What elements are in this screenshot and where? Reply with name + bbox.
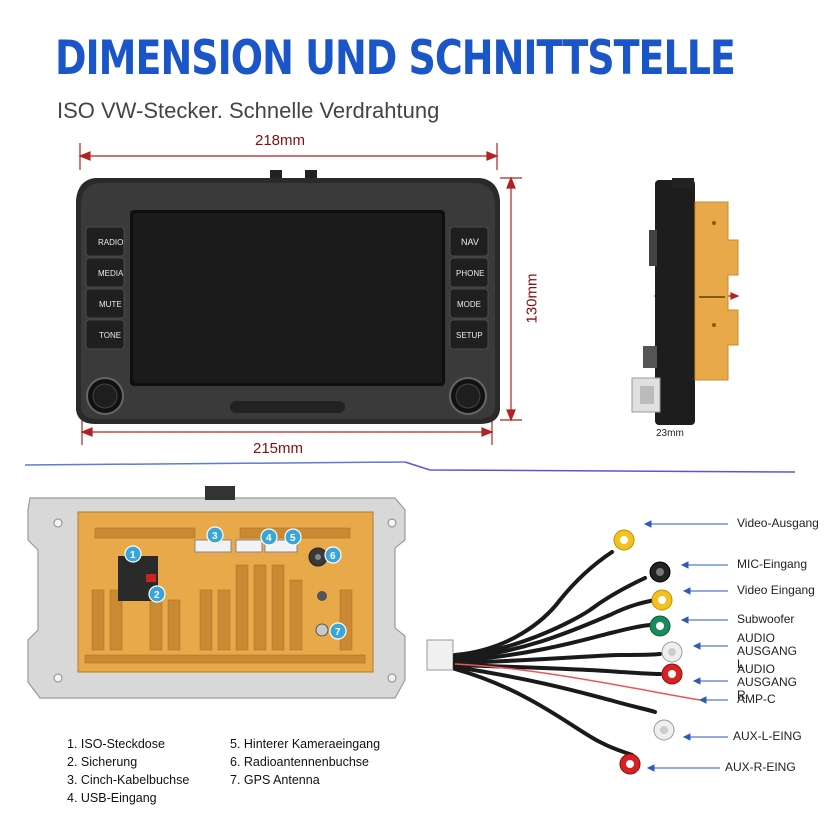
badge-4-number: 4	[266, 533, 272, 544]
label-audio-out-l: AUDIO AUSGANG L	[737, 631, 798, 671]
tone-button[interactable]	[85, 319, 125, 350]
legend-item-4: 4. USB-Eingang	[67, 791, 157, 805]
back-panel: 1 2 3 4 5 6 7	[27, 486, 406, 699]
head-unit-front: RADIO MEDIA MUTE TONE NAV PHONE MODE SET…	[76, 170, 500, 424]
left-button-column: RADIO MEDIA MUTE TONE	[85, 226, 125, 350]
label-video-output: Video-Ausgang	[737, 516, 819, 530]
setup-button[interactable]	[449, 319, 489, 350]
side-view	[631, 178, 739, 425]
legend-item-3: 3. Cinch-Kabelbuchse	[67, 773, 190, 787]
page-title: DIMENSION UND SCHNITTSTELLE	[55, 30, 736, 85]
radio-button[interactable]	[85, 226, 125, 257]
label-audio-out-r: AUDIO AUSGANG R	[737, 662, 798, 702]
mode-button[interactable]	[449, 288, 489, 319]
legend-right: 5. Hinterer Kameraeingang 6. Radioantenn…	[230, 735, 380, 789]
tone-button-label: TONE	[99, 331, 121, 340]
harness-connector	[426, 639, 454, 671]
setup-button-label: SETUP	[456, 331, 483, 340]
radio-button-label: RADIO	[98, 238, 123, 247]
badge-7-number: 7	[335, 627, 341, 638]
right-button-column: NAV PHONE MODE SETUP	[449, 226, 489, 350]
dimension-top-width: 218mm	[255, 132, 306, 149]
legend-item-2: 2. Sicherung	[67, 755, 138, 769]
nav-button[interactable]	[449, 226, 489, 257]
legend-item-5: 5. Hinterer Kameraeingang	[230, 737, 381, 751]
phone-button[interactable]	[449, 257, 489, 288]
dimension-bottom-width: 215mm	[253, 440, 304, 457]
fuse	[146, 574, 156, 582]
badge-4	[260, 528, 278, 546]
media-button[interactable]	[85, 257, 125, 288]
phone-button-label: PHONE	[456, 269, 484, 278]
badge-1	[124, 545, 142, 563]
gps-antenna-socket	[315, 623, 329, 637]
mute-button[interactable]	[85, 288, 125, 319]
badge-2-number: 2	[154, 590, 160, 601]
media-button-label: MEDIA	[98, 269, 124, 278]
mute-button-label: MUTE	[99, 300, 122, 309]
mode-button-label: MODE	[457, 300, 481, 309]
badge-5-number: 5	[290, 533, 296, 544]
badge-6	[324, 546, 342, 564]
badge-5	[284, 528, 302, 546]
legend-item-6: 6. Radioantennenbuchse	[230, 755, 370, 769]
rca-plugs	[613, 529, 683, 775]
badge-7	[329, 622, 347, 640]
label-aux-l: AUX-L-EING	[733, 729, 802, 743]
label-aux-r: AUX-R-EING	[725, 760, 796, 774]
label-amp-c: AMP-C	[737, 692, 776, 706]
label-video-input: Video Eingang	[737, 583, 815, 597]
legend-left: 1. ISO-Steckdose 2. Sicherung 3. Cinch-K…	[67, 735, 189, 807]
page-subtitle: ISO VW-Stecker. Schnelle Verdrahtung	[57, 98, 440, 123]
badge-group: 1 2 3 4 5 6 7	[124, 526, 347, 640]
badge-3-number: 3	[212, 531, 218, 542]
badge-2	[148, 585, 166, 603]
section-divider	[24, 461, 406, 466]
badge-6-number: 6	[330, 551, 336, 562]
legend-item-1: 1. ISO-Steckdose	[67, 737, 165, 751]
usb-socket	[235, 539, 263, 553]
badge-3	[206, 526, 224, 544]
label-mic-input: MIC-Eingang	[737, 557, 808, 571]
cable-harness	[426, 520, 728, 775]
legend-item-7: 7. GPS Antenna	[230, 773, 320, 787]
label-subwoofer: Subwoofer	[737, 612, 795, 626]
dimension-lines	[78, 143, 740, 445]
badge-1-number: 1	[130, 550, 136, 561]
dimension-side-depth: 23mm	[656, 428, 684, 439]
nav-button-label: NAV	[461, 237, 479, 247]
